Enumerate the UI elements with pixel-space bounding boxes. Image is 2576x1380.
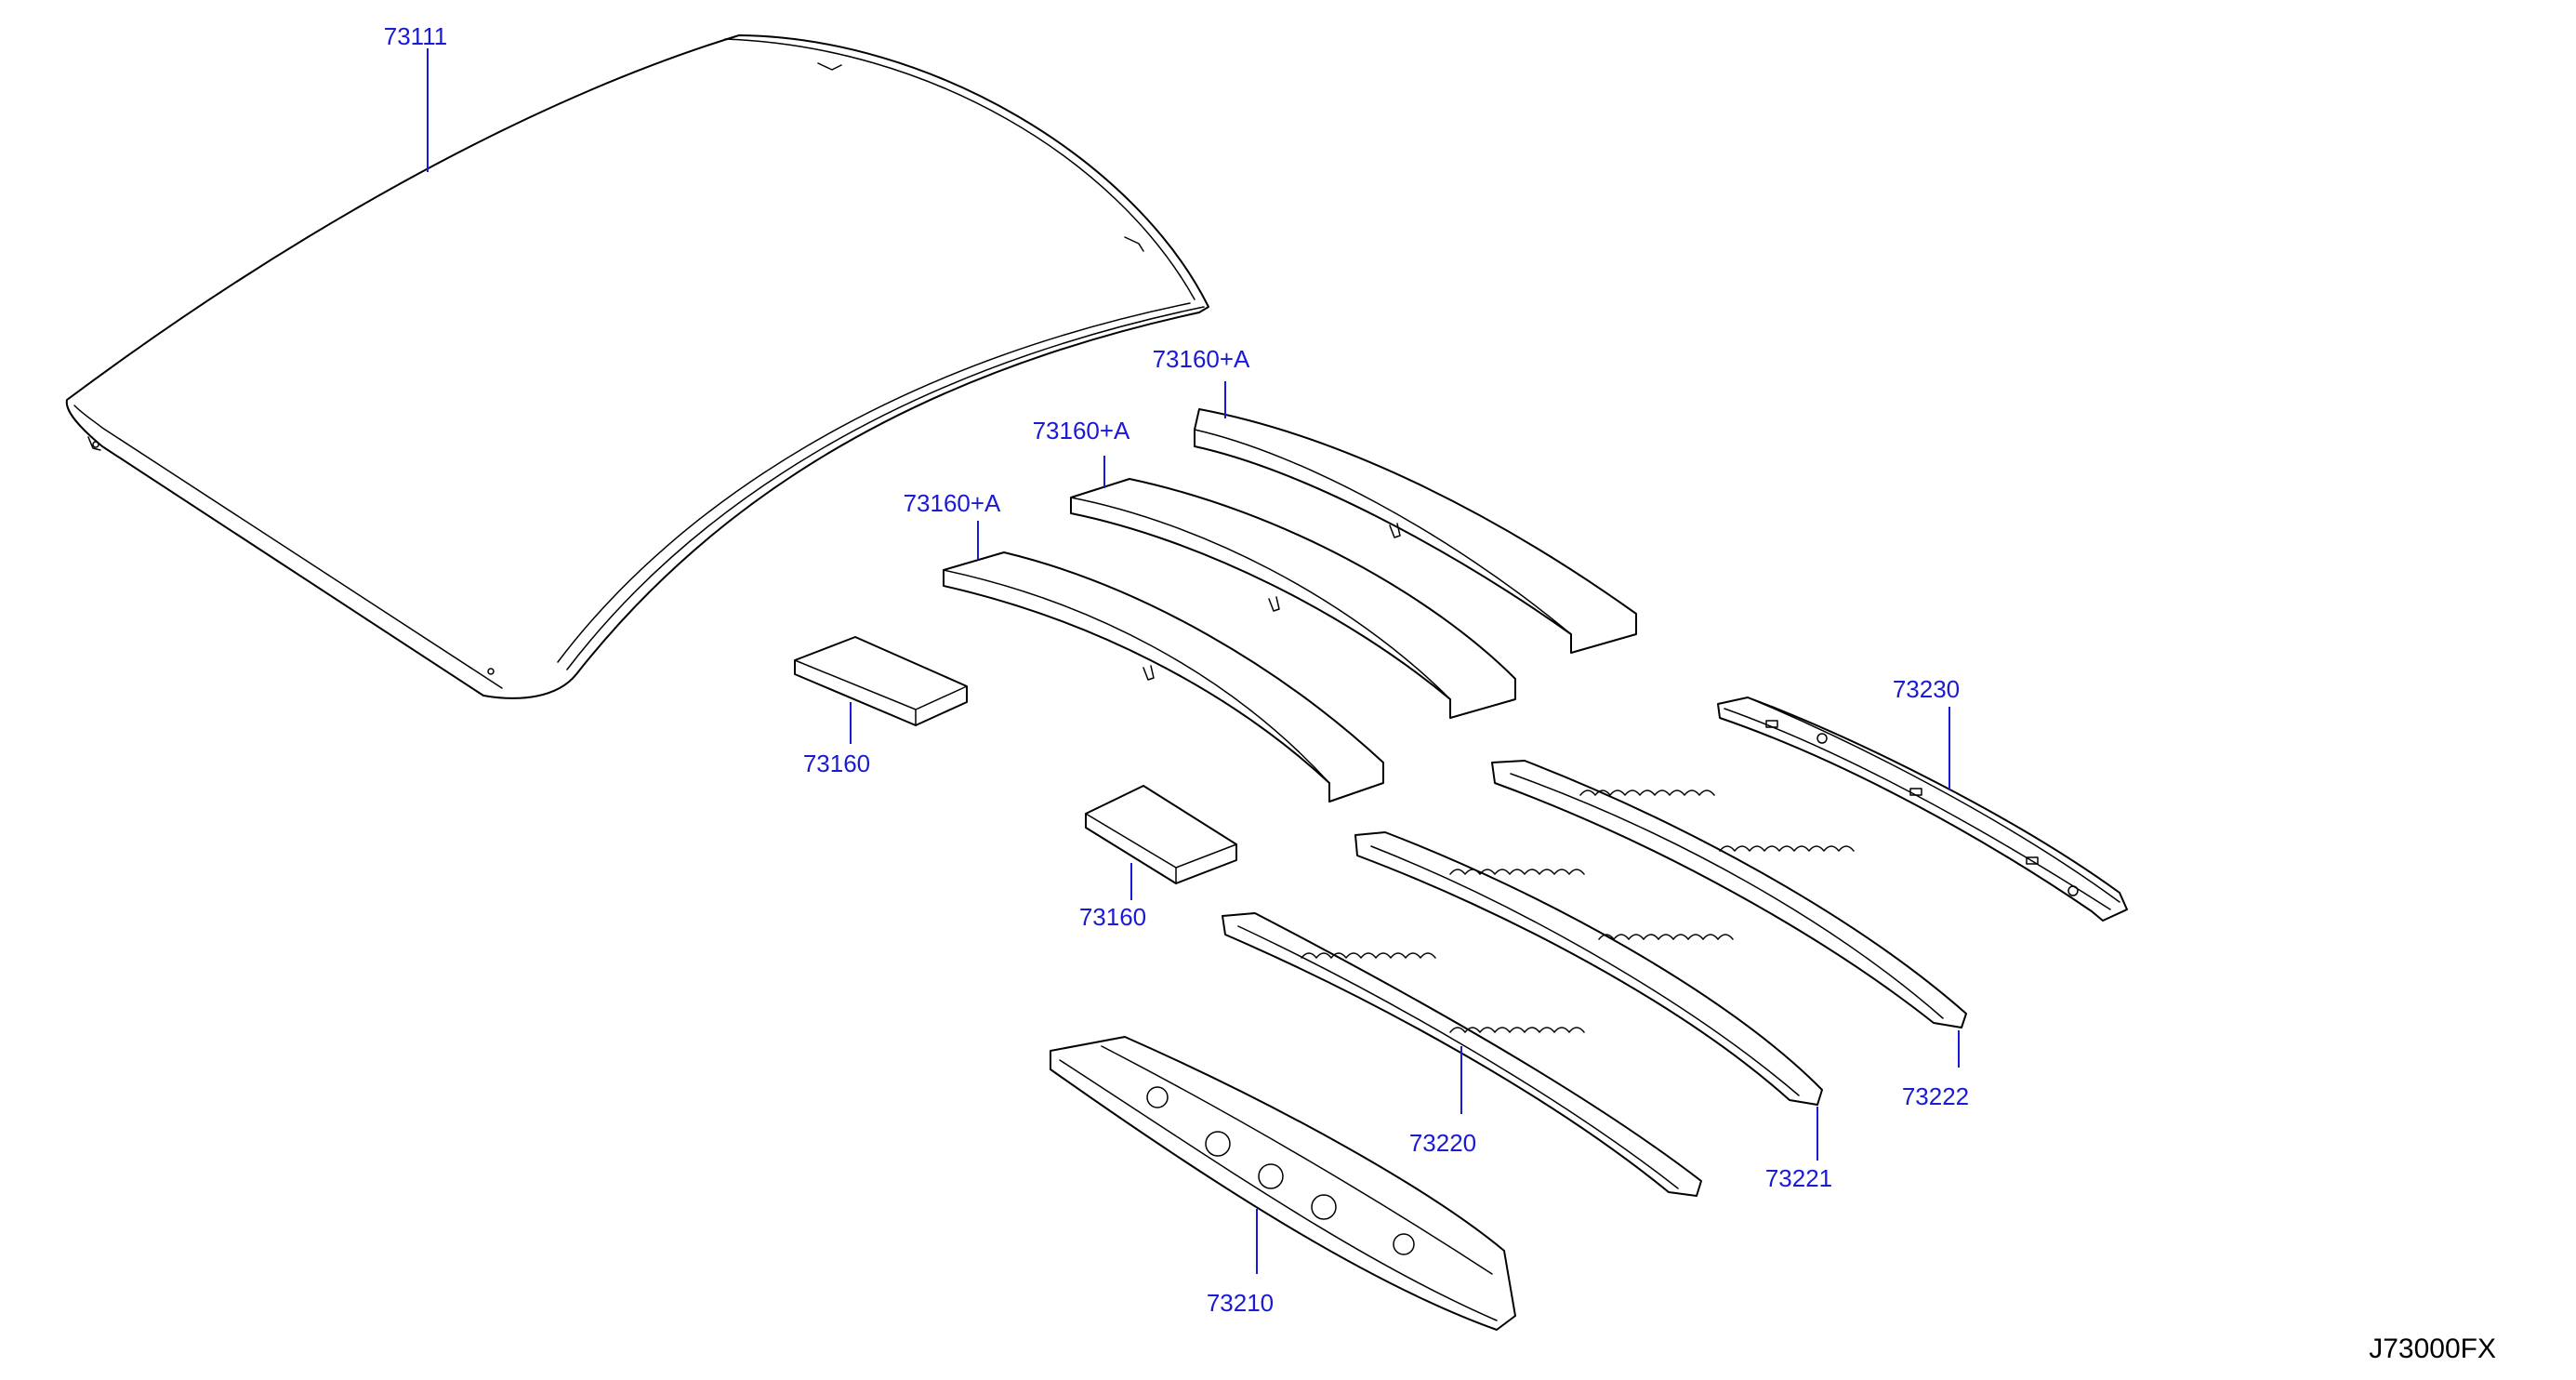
callout-73221[interactable]: 73221 <box>1765 1164 1832 1192</box>
rear-rail[interactable] <box>1717 697 2128 922</box>
callout-73160-1[interactable]: 73160 <box>803 750 870 777</box>
callout-73160A-2[interactable]: 73160+A <box>1033 417 1130 445</box>
pad-73160A-rear[interactable] <box>1194 408 1637 654</box>
pad-73160A-middle[interactable] <box>1070 478 1516 719</box>
callout-73220[interactable]: 73220 <box>1409 1129 1476 1157</box>
roof-bow-1[interactable] <box>1222 912 1702 1197</box>
pad-73160A-front[interactable] <box>943 551 1384 803</box>
callout-73160A-3[interactable]: 73160+A <box>904 489 1001 517</box>
roof-bow-3[interactable] <box>1491 760 1967 1028</box>
callout-73160A-1[interactable]: 73160+A <box>1153 345 1250 373</box>
pad-73160-small-upper[interactable] <box>794 636 968 726</box>
callout-73111[interactable]: 73111 <box>384 22 447 50</box>
callout-73222[interactable]: 73222 <box>1902 1082 1969 1110</box>
callout-73210[interactable]: 73210 <box>1207 1289 1274 1317</box>
callout-73160-2[interactable]: 73160 <box>1079 903 1146 931</box>
pad-73160-small-lower[interactable] <box>1085 785 1237 884</box>
roof-panel[interactable] <box>65 34 1209 699</box>
roof-bow-2[interactable] <box>1354 831 1823 1106</box>
front-rail[interactable] <box>1050 1036 1516 1331</box>
callout-73230[interactable]: 73230 <box>1893 675 1960 703</box>
drawing-code: J73000FX <box>2369 1334 2496 1364</box>
